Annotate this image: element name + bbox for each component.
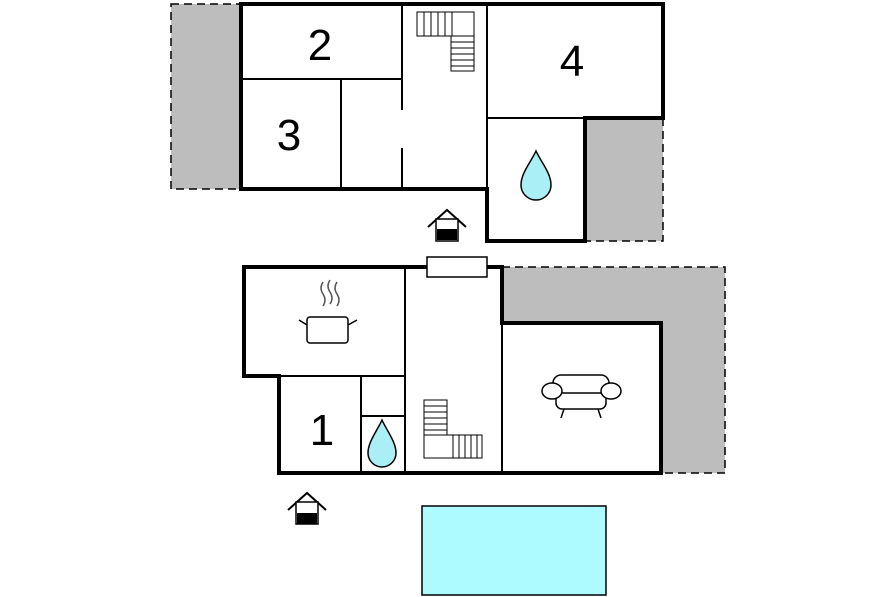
room-label-4: 4 [560,37,584,86]
terrace-left [170,3,242,190]
living-sofa-icon [541,374,622,419]
upper-floor: 2 3 4 [170,2,665,243]
fireplace-box [426,256,488,278]
kitchen-pot-icon [298,279,358,344]
terrace-right-ground [501,266,726,474]
upper-floor-outline [239,2,665,243]
room-label-2: 2 [308,21,332,70]
room-label-1: 1 [310,406,334,455]
stairs-icon-ground [423,399,483,459]
ground-floor: 1 [242,256,726,596]
entrance-house-icon-ground [287,491,327,525]
pool [421,505,607,596]
entrance-house-icon [427,208,467,242]
bathroom-water-drop-icon [520,149,552,201]
bathroom-water-drop-icon-ground [367,418,397,468]
terrace-right [584,117,664,242]
stairs-icon [416,11,475,72]
room-label-3: 3 [277,111,301,160]
